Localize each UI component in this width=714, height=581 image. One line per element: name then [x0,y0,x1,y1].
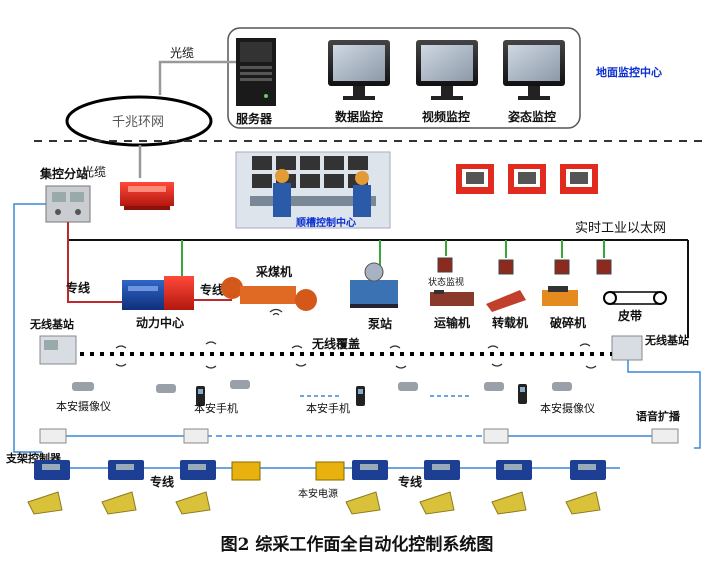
wireless-base-right-icon [611,335,643,361]
support-controller-icon-5 [424,460,460,480]
data-monitor-icon [328,40,390,100]
transfer-machine-icon [486,290,526,312]
dedicated-line-label-1: 专线 [66,280,90,295]
power-center-label: 动力中心 [136,315,184,330]
camera-icon-6 [552,382,572,391]
status-monitor-icon [437,257,453,273]
trough-control-center-image [235,151,391,229]
camera-label-2: 本安摄像仪 [540,401,595,415]
camera-icon-1 [72,382,94,391]
support-controller-icon-2 [108,460,144,480]
phone-label-2: 本安手机 [306,401,350,415]
dedicated-line-label-4: 专线 [398,474,422,489]
junction-box-3 [483,428,509,444]
crusher-monitor-icon [554,259,570,275]
substation-icon [45,185,91,223]
blue-link-left [13,203,46,453]
camera-icon-5 [484,382,504,391]
figure-caption: 图2 综采工作面全自动化控制系统图 [220,535,494,555]
wireless-base-right-label: 无线基站 [644,333,689,347]
shearer-icon [221,277,317,311]
wireless-base-left-label: 无线基站 [29,317,74,331]
video-monitor-icon [416,40,478,100]
control-panel-icon-3 [560,164,598,194]
belt-icon [603,291,667,305]
data-monitor-label: 数据监控 [335,109,383,124]
wireless-coverage-label: 无线覆盖 [311,336,360,351]
junction-box-4 [651,428,679,444]
junction-box-2 [183,428,209,444]
pose-monitor-label: 姿态监控 [508,109,556,124]
crusher-label: 破碎机 [550,315,586,330]
belt-label: 皮带 [617,308,642,323]
intrinsic-power-icon-1 [231,461,261,481]
status-monitor-label: 状态监视 [428,276,464,288]
voice-broadcast-label: 语音扩播 [636,409,681,423]
ethernet-label: 实时工业以太网 [575,221,666,236]
conveyor-icon [430,290,474,306]
video-monitor-label: 视频监控 [422,109,470,124]
phone-icon-3 [518,384,527,404]
blue-link-right [627,360,701,449]
shearer-label: 采煤机 [255,264,292,279]
support-controller-icon-1 [34,460,70,480]
transfer-label: 转载机 [492,315,528,330]
transfer-monitor-icon [498,259,514,275]
pump-station-label: 泵站 [368,316,392,331]
phone-icon-1 [196,386,205,406]
crusher-icon [542,286,578,306]
wireless-base-left-icon [39,335,77,365]
wifi-icon-row [115,341,597,369]
control-panel-icon-2 [508,164,546,194]
intrinsic-power-icon-2 [315,461,345,481]
dedicated-line-label-2: 专线 [200,282,224,297]
fiber-label-middle: 光缆 [82,165,106,179]
support-controller-icon-6 [496,460,532,480]
control-panel-icon-1 [456,164,494,194]
dedicated-line-label-3: 专线 [150,474,174,489]
junction-box-1 [39,428,67,444]
shearer-wifi-icon [269,308,283,316]
phone-label-1: 本安手机 [194,401,238,415]
belt-monitor-icon [596,259,612,275]
gigabit-ring-label: 千兆环网 [112,115,164,130]
support-controller-icon-7 [570,460,606,480]
camera-icon-2 [156,384,176,393]
fiber-label-top: 光缆 [170,46,194,60]
pose-monitor-icon [503,40,565,100]
server-label: 服务器 [236,111,273,126]
conveyor-label: 运输机 [434,315,470,330]
camera-icon-4 [398,382,418,391]
support-controller-icon-4 [352,460,388,480]
trough-center-label: 顺槽控制中心 [296,216,356,229]
server-icon [236,38,276,106]
power-center-icon [122,276,194,310]
substation-label: 集控分站 [39,166,88,181]
intrinsic-power-label: 本安电源 [298,487,338,500]
pump-station-icon [350,262,398,308]
fiber-link-top [158,60,236,95]
ground-center-frame [227,27,581,129]
camera-label-1: 本安摄像仪 [56,399,111,413]
hydraulic-support-row [27,491,601,515]
switch-box-icon [120,182,174,210]
ground-center-label: 地面监控中心 [596,65,662,79]
phone-icon-2 [356,386,365,406]
dedicated-line-red [67,222,122,303]
camera-icon-3 [230,380,250,389]
support-controller-icon-3 [180,460,216,480]
